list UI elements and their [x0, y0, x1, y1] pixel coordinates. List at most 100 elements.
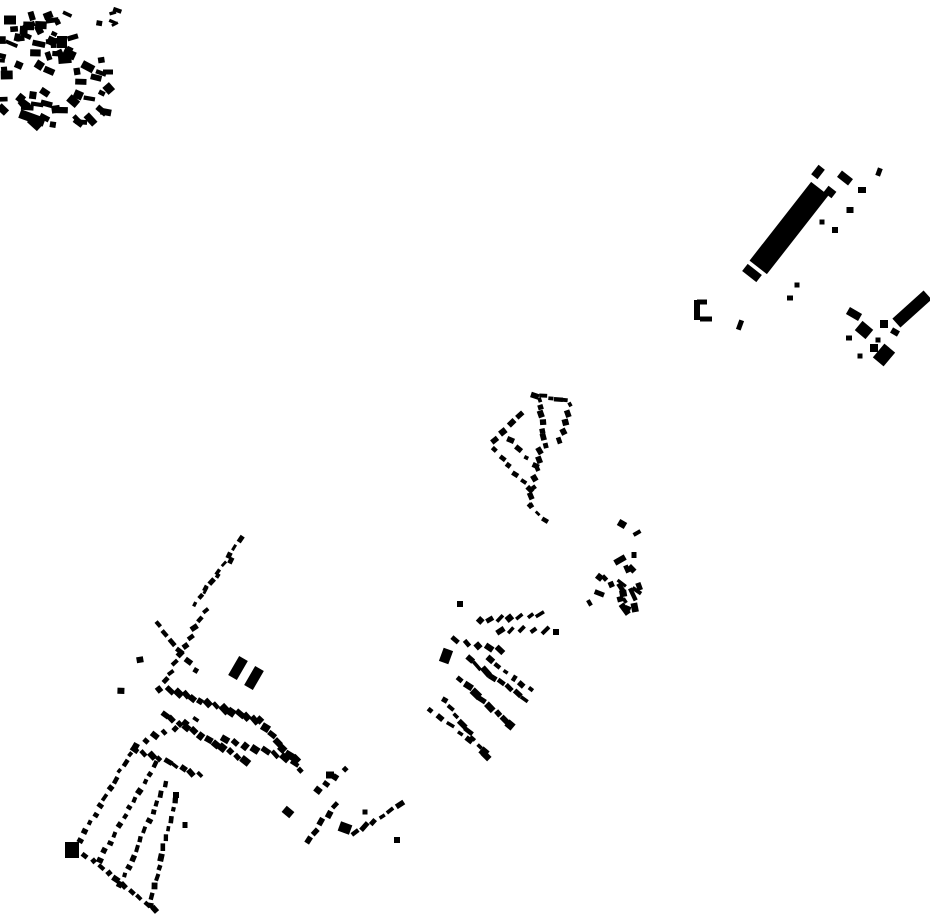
building	[75, 78, 87, 85]
building	[0, 66, 8, 72]
building	[240, 741, 250, 752]
building	[529, 626, 538, 635]
building	[111, 776, 120, 785]
building	[83, 95, 96, 102]
building	[619, 589, 628, 598]
building	[281, 805, 295, 819]
building	[164, 685, 176, 696]
building	[506, 418, 517, 428]
building	[109, 10, 117, 16]
building	[426, 706, 434, 714]
building	[90, 73, 103, 82]
building	[511, 470, 520, 479]
building	[233, 752, 242, 762]
building	[456, 718, 468, 730]
building	[254, 715, 265, 725]
building	[13, 32, 21, 42]
building	[624, 605, 632, 611]
building	[80, 827, 89, 835]
building	[362, 809, 368, 815]
building	[0, 58, 5, 63]
building	[523, 454, 530, 461]
building	[179, 764, 188, 773]
building	[192, 601, 198, 608]
building	[160, 843, 166, 851]
building	[495, 613, 505, 623]
building	[490, 445, 498, 453]
building	[498, 427, 508, 437]
building	[462, 680, 475, 692]
building	[239, 754, 252, 767]
building	[33, 59, 46, 71]
building	[86, 819, 93, 826]
building	[230, 737, 240, 747]
building	[531, 462, 540, 470]
building	[172, 797, 179, 804]
building	[45, 17, 59, 24]
building	[151, 882, 158, 890]
building	[127, 751, 134, 758]
building	[616, 518, 628, 530]
building	[42, 65, 56, 76]
building	[195, 731, 206, 741]
building	[498, 454, 507, 463]
building	[80, 851, 89, 860]
building	[539, 428, 546, 434]
building	[166, 825, 171, 832]
building	[616, 595, 625, 603]
building	[202, 697, 214, 709]
building	[517, 624, 526, 634]
building	[504, 719, 516, 731]
buildings-layer	[0, 6, 930, 914]
building	[473, 641, 483, 651]
building	[189, 623, 199, 633]
building	[626, 564, 637, 574]
building	[446, 703, 455, 712]
building	[394, 799, 406, 810]
building	[494, 644, 506, 656]
building	[44, 51, 53, 61]
building	[483, 642, 495, 653]
building	[102, 82, 116, 95]
building	[632, 529, 642, 537]
building	[475, 616, 485, 625]
building	[259, 722, 272, 734]
building	[188, 725, 199, 736]
building	[129, 745, 140, 755]
building	[613, 554, 627, 566]
building	[249, 744, 261, 755]
building	[226, 747, 235, 756]
building	[542, 442, 549, 449]
building	[561, 418, 570, 427]
building	[506, 436, 516, 444]
building	[623, 564, 631, 574]
building	[519, 695, 529, 704]
building	[66, 33, 79, 42]
building	[493, 662, 502, 670]
building	[485, 654, 496, 665]
building	[870, 344, 878, 352]
building	[435, 713, 445, 722]
building	[168, 815, 174, 824]
building	[846, 335, 852, 341]
building	[495, 626, 506, 636]
building	[787, 295, 793, 301]
building	[0, 70, 13, 80]
building	[58, 55, 72, 65]
building	[227, 556, 235, 565]
building	[125, 863, 133, 871]
building	[540, 625, 551, 636]
building	[539, 419, 547, 426]
building	[694, 300, 700, 320]
building	[220, 560, 228, 568]
building	[62, 10, 73, 18]
building	[72, 89, 85, 101]
building	[875, 167, 883, 177]
building	[854, 320, 874, 340]
building	[181, 642, 190, 650]
building	[440, 696, 449, 704]
building	[635, 581, 643, 591]
building	[514, 444, 524, 454]
building	[141, 825, 148, 834]
building	[136, 656, 144, 664]
